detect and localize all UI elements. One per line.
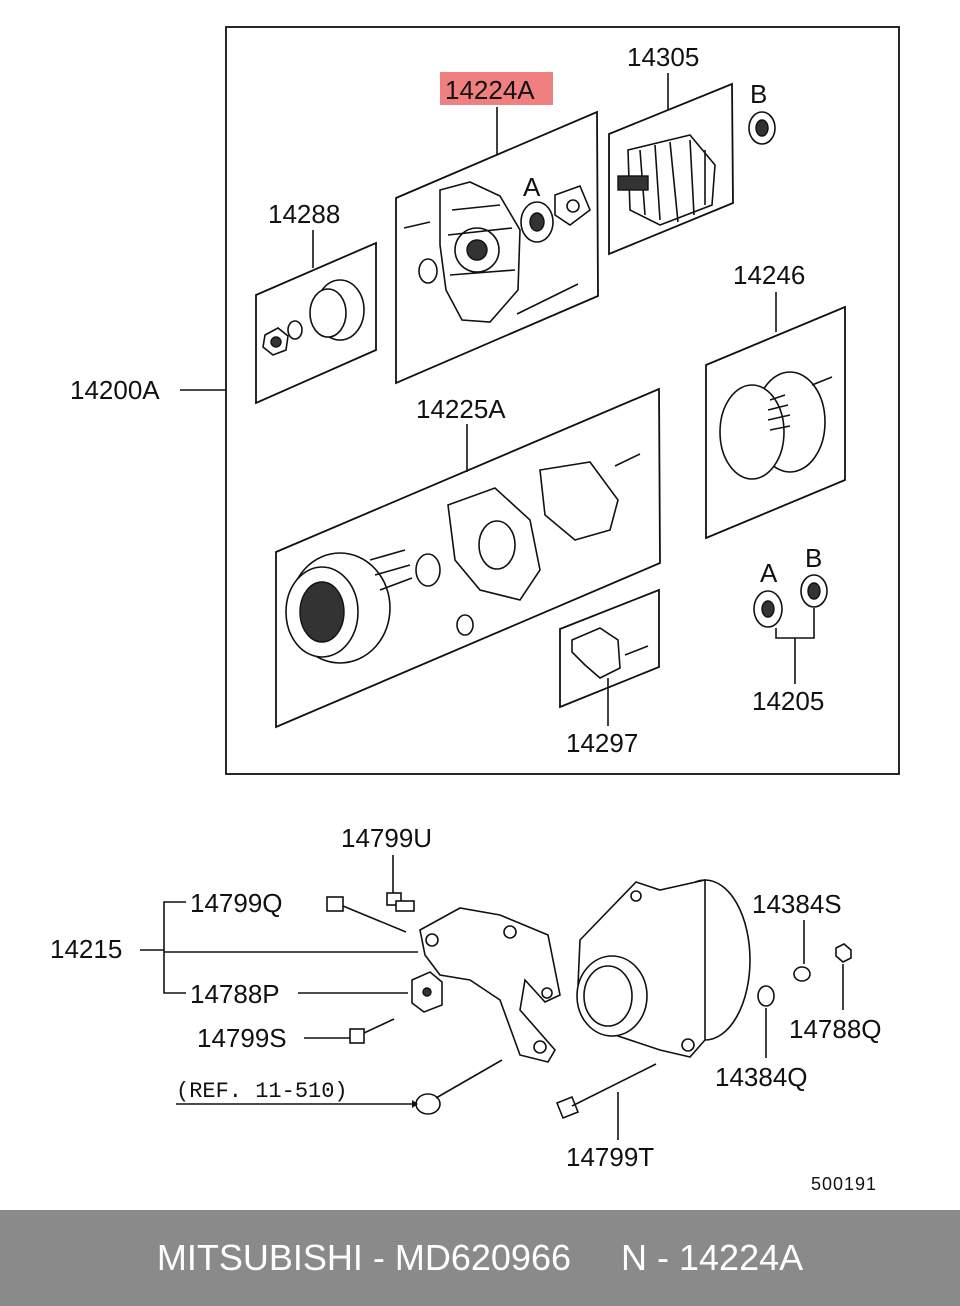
panel-14225a [275, 387, 661, 729]
footer-gap [571, 1237, 621, 1279]
label-14799q: 14799Q [190, 888, 283, 918]
panel-14297 [559, 588, 660, 709]
washer-14384s[interactable] [793, 966, 811, 982]
bolt-14799t[interactable] [555, 1063, 657, 1120]
bolt-14799q[interactable] [326, 896, 407, 933]
rear-cover-part[interactable] [719, 371, 833, 480]
label-a-bearing: A [760, 558, 778, 588]
highlight-box [440, 72, 553, 105]
label-14297: 14297 [566, 728, 638, 758]
label-14224a[interactable]: 14224A [445, 75, 535, 105]
panel-14288 [255, 241, 377, 405]
label-a-housing: A [523, 172, 541, 202]
brush-holder-part[interactable] [571, 627, 649, 679]
label-14384q: 14384Q [715, 1062, 808, 1092]
label-14215: 14215 [50, 934, 122, 964]
label-14788p: 14788P [190, 979, 280, 1009]
washer-14384q[interactable] [757, 985, 775, 1007]
bolt-14799s[interactable] [349, 1018, 395, 1044]
label-14799s: 14799S [197, 1023, 287, 1053]
label-14305: 14305 [627, 42, 699, 72]
bracket-14215[interactable] [419, 907, 561, 1063]
panel-14246 [705, 305, 846, 540]
label-14384s: 14384S [752, 889, 842, 919]
label-14288: 14288 [268, 199, 340, 229]
label-14799t: 14799T [566, 1142, 654, 1172]
front-housing-part[interactable] [403, 181, 591, 323]
label-14200a: 14200A [70, 375, 160, 405]
nut-14788q[interactable] [835, 943, 852, 963]
label-14205: 14205 [752, 686, 824, 716]
panel-14224a [395, 110, 599, 385]
rear-housing-part[interactable] [285, 453, 641, 664]
nut-14788p[interactable] [411, 971, 443, 1013]
pin-ref-11-510[interactable] [415, 1059, 503, 1115]
pulley-part[interactable] [262, 279, 365, 356]
parts-diagram: 14200A 14224A A 14305 B 14288 [50, 26, 900, 1194]
label-14225a: 14225A [416, 394, 506, 424]
panel-14305 [608, 82, 734, 256]
alternator-body[interactable] [576, 879, 751, 1058]
label-14246: 14246 [733, 260, 805, 290]
footer-brand: MITSUBISHI - MD620966 [156, 1237, 571, 1278]
footer-bar: MITSUBISHI - MD620966 N - 14224A [0, 1210, 960, 1306]
diagram-code: 500191 [811, 1174, 877, 1194]
rotor-part[interactable] [617, 134, 716, 226]
label-b-rotor: B [750, 79, 767, 109]
label-14799u: 14799U [341, 823, 432, 853]
assembly-frame [225, 26, 900, 775]
label-b-bearing: B [805, 543, 822, 573]
bolt-14799u[interactable] [386, 892, 415, 912]
footer-part: N - 14224A [621, 1237, 804, 1278]
label-14788q: 14788Q [789, 1014, 882, 1044]
ref-note: (REF. 11-510) [176, 1079, 348, 1104]
